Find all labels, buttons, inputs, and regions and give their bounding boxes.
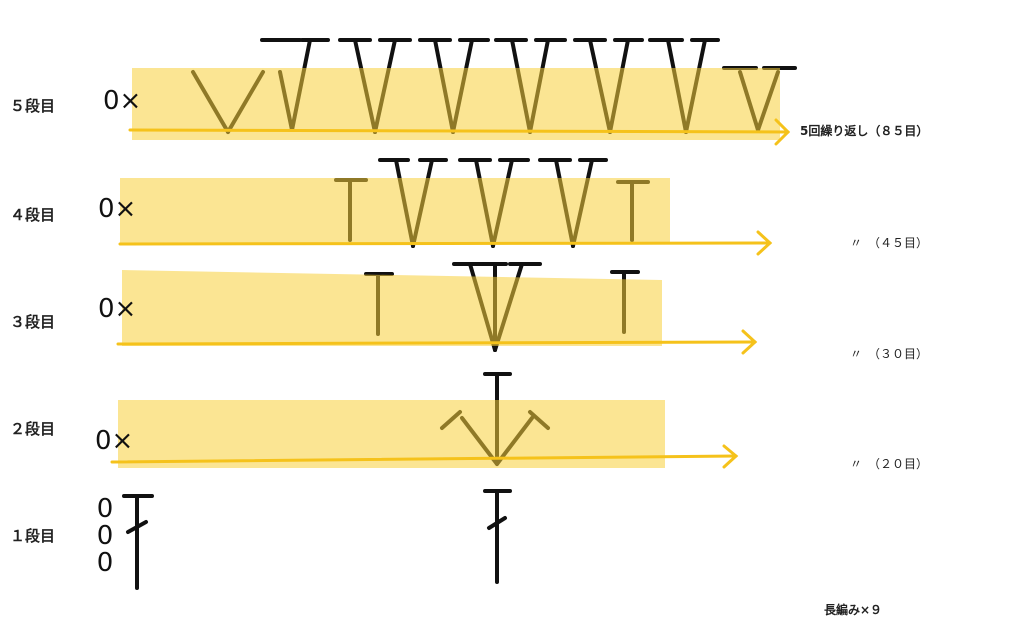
row3-arrow [116,329,758,355]
row5-chain: 0× [103,86,142,116]
row2-label: ２段目 [10,420,56,438]
row1-chain: 0 0 0 [96,494,114,578]
row1-label: １段目 [10,527,56,545]
row2-note: 〃 （２０目） [850,457,929,471]
row5-label: ５段目 [10,97,56,115]
row3-chain: 0× [98,294,137,324]
row4-note: 〃 （４５目） [850,236,929,250]
row4-arrow [118,230,773,256]
row5-note: 5回繰り返し（８５目） [800,124,929,138]
row1-stitches [122,489,512,590]
row5-arrow [128,118,791,146]
row3-label: ３段目 [10,313,56,331]
row4-chain: 0× [98,194,137,224]
row1-note: 長編み×９ [824,603,883,617]
row3-highlight [122,270,662,346]
row4-highlight [120,178,670,244]
row2-chain: 0× [95,426,134,456]
row5-highlight [132,68,780,140]
row2-arrow [110,444,739,469]
row4-label: ４段目 [10,206,56,224]
row3-note: 〃 （３０目） [850,347,929,361]
